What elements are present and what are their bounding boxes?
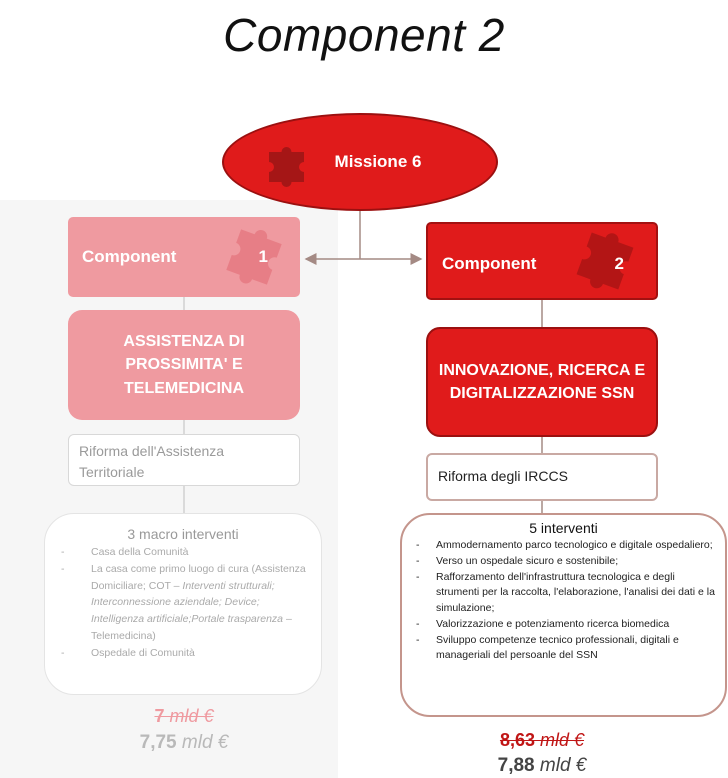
list-item: Sviluppo competenze tecnico professional… [416, 633, 715, 665]
puzzle-icon [269, 147, 304, 187]
puzzle-icon [576, 232, 634, 290]
component-2-box: Component 2 [426, 222, 658, 300]
list-item: Verso un ospedale sicuro e sostenibile; [416, 554, 715, 570]
component-2-area: INNOVAZIONE, RICERCA E DIGITALIZZAZIONE … [426, 327, 658, 437]
component-1-number: 1 [258, 247, 268, 266]
component-1-new-amount: 7,75 mld € [68, 732, 300, 754]
component-2-interventions: 5 interventi Ammodernamento parco tecnol… [400, 513, 727, 717]
component-1-interventions: 3 macro interventi Casa della Comunità L… [44, 513, 322, 695]
list-item-text: – Telemedicina) [91, 613, 292, 642]
component-1-area: ASSISTENZA DI PROSSIMITA' E TELEMEDICINA [68, 310, 300, 420]
list-item: Ammodernamento parco tecnologico e digit… [416, 538, 715, 554]
puzzle-icon [226, 229, 282, 285]
component-1-box: Component 1 [68, 217, 300, 297]
component-2-reform: Riforma degli IRCCS [426, 453, 658, 501]
component-2-number: 2 [614, 254, 624, 273]
amount-unit: mld € [539, 755, 587, 776]
component-2-old-amount: 8,63 mld € [426, 730, 658, 751]
amount-value: 8,63 [499, 730, 535, 750]
component-1-interventions-list: Casa della Comunità La casa come primo l… [45, 544, 321, 662]
list-item: Rafforzamento dell'infrastruttura tecnol… [416, 570, 715, 617]
list-item-text-italic: Interventi strutturali; Interconnessione… [91, 579, 284, 626]
component-1-reform: Riforma dell'Assistenza Territoriale [68, 434, 300, 486]
component-2-new-amount: 7,88 mld € [426, 755, 658, 777]
component-2-area-label: INNOVAZIONE, RICERCA E DIGITALIZZAZIONE … [438, 361, 646, 402]
amount-value: 7,75 [139, 732, 177, 753]
list-item-text: La casa come primo luogo di cura (Assist… [91, 562, 306, 592]
component-1-label: Component [82, 247, 177, 266]
mission-label: Missione 6 [334, 152, 422, 171]
component-2-interventions-list: Ammodernamento parco tecnologico e digit… [402, 538, 725, 664]
page-title: Component 2 [223, 9, 505, 61]
amount-value: 7,88 [497, 755, 535, 776]
component-2-interventions-heading: 5 interventi [529, 520, 598, 536]
component-1-area-label: ASSISTENZA DI PROSSIMITA' E TELEMEDICINA [123, 333, 245, 397]
component-1-old-amount: 7 mld € [68, 706, 300, 727]
list-item: Ospedale di Comunità [61, 645, 311, 662]
list-item: Valorizzazione e potenziamento ricerca b… [416, 617, 715, 633]
component-1-interventions-heading: 3 macro interventi [127, 526, 239, 542]
list-item: Casa della Comunità [61, 544, 311, 561]
mission-node: Missione 6 [222, 113, 498, 211]
amount-unit: mld € [169, 706, 214, 726]
list-item: La casa come primo luogo di cura (Assist… [61, 561, 311, 645]
amount-value: 7 [154, 706, 165, 726]
amount-unit: mld € [540, 730, 585, 750]
component-2-label: Component [442, 254, 537, 273]
amount-unit: mld € [181, 732, 229, 753]
